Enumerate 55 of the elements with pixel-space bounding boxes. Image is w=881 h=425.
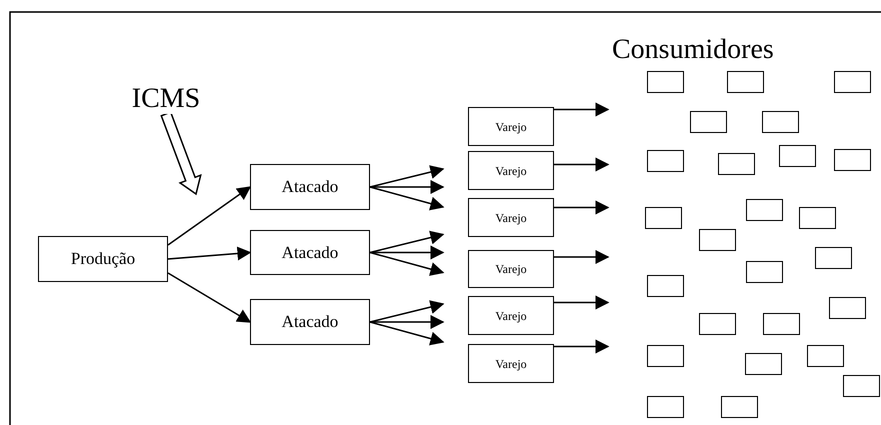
empty-box bbox=[718, 153, 755, 175]
heading-text: Consumidores bbox=[612, 36, 774, 64]
arrow bbox=[554, 340, 610, 354]
process-box: Varejo bbox=[468, 296, 554, 335]
empty-box bbox=[807, 345, 844, 367]
arrow bbox=[554, 200, 610, 214]
arrow bbox=[370, 230, 444, 254]
empty-box bbox=[834, 149, 871, 171]
process-box: Atacado bbox=[250, 230, 370, 275]
empty-box bbox=[699, 229, 736, 251]
arrow bbox=[370, 186, 444, 210]
empty-box bbox=[699, 313, 736, 335]
arrow bbox=[370, 300, 444, 323]
empty-box bbox=[829, 297, 866, 319]
arrow bbox=[370, 321, 444, 346]
arrow bbox=[370, 252, 444, 276]
process-box: Varejo bbox=[468, 107, 554, 146]
arrow bbox=[554, 102, 610, 116]
process-box: Varejo bbox=[468, 344, 554, 383]
process-box: Varejo bbox=[468, 250, 554, 288]
arrow bbox=[370, 165, 444, 188]
hollow-arrow bbox=[160, 111, 202, 196]
process-box: Varejo bbox=[468, 151, 554, 190]
arrow bbox=[168, 186, 252, 246]
empty-box bbox=[721, 396, 758, 418]
empty-box bbox=[746, 261, 783, 283]
process-box: Atacado bbox=[250, 164, 370, 210]
empty-box bbox=[647, 71, 684, 93]
process-box: Varejo bbox=[468, 198, 554, 237]
empty-box bbox=[690, 111, 727, 133]
empty-box bbox=[647, 150, 684, 172]
empty-box bbox=[647, 396, 684, 418]
empty-box bbox=[763, 313, 800, 335]
arrow bbox=[370, 180, 444, 194]
empty-box bbox=[647, 275, 684, 297]
empty-box bbox=[843, 375, 880, 397]
arrow bbox=[554, 296, 610, 310]
process-box: Produção bbox=[38, 236, 168, 282]
arrow bbox=[168, 246, 252, 260]
arrow bbox=[554, 250, 610, 264]
empty-box bbox=[779, 145, 816, 167]
process-box: Atacado bbox=[250, 299, 370, 345]
empty-box bbox=[815, 247, 852, 269]
empty-box bbox=[834, 71, 871, 93]
arrow bbox=[370, 315, 444, 329]
empty-box bbox=[647, 345, 684, 367]
arrow bbox=[168, 272, 252, 323]
empty-box bbox=[727, 71, 764, 93]
empty-box bbox=[746, 199, 783, 221]
empty-box bbox=[645, 207, 682, 229]
empty-box bbox=[745, 353, 782, 375]
arrow bbox=[554, 158, 610, 172]
empty-box bbox=[799, 207, 836, 229]
empty-box bbox=[762, 111, 799, 133]
arrow bbox=[370, 246, 444, 260]
